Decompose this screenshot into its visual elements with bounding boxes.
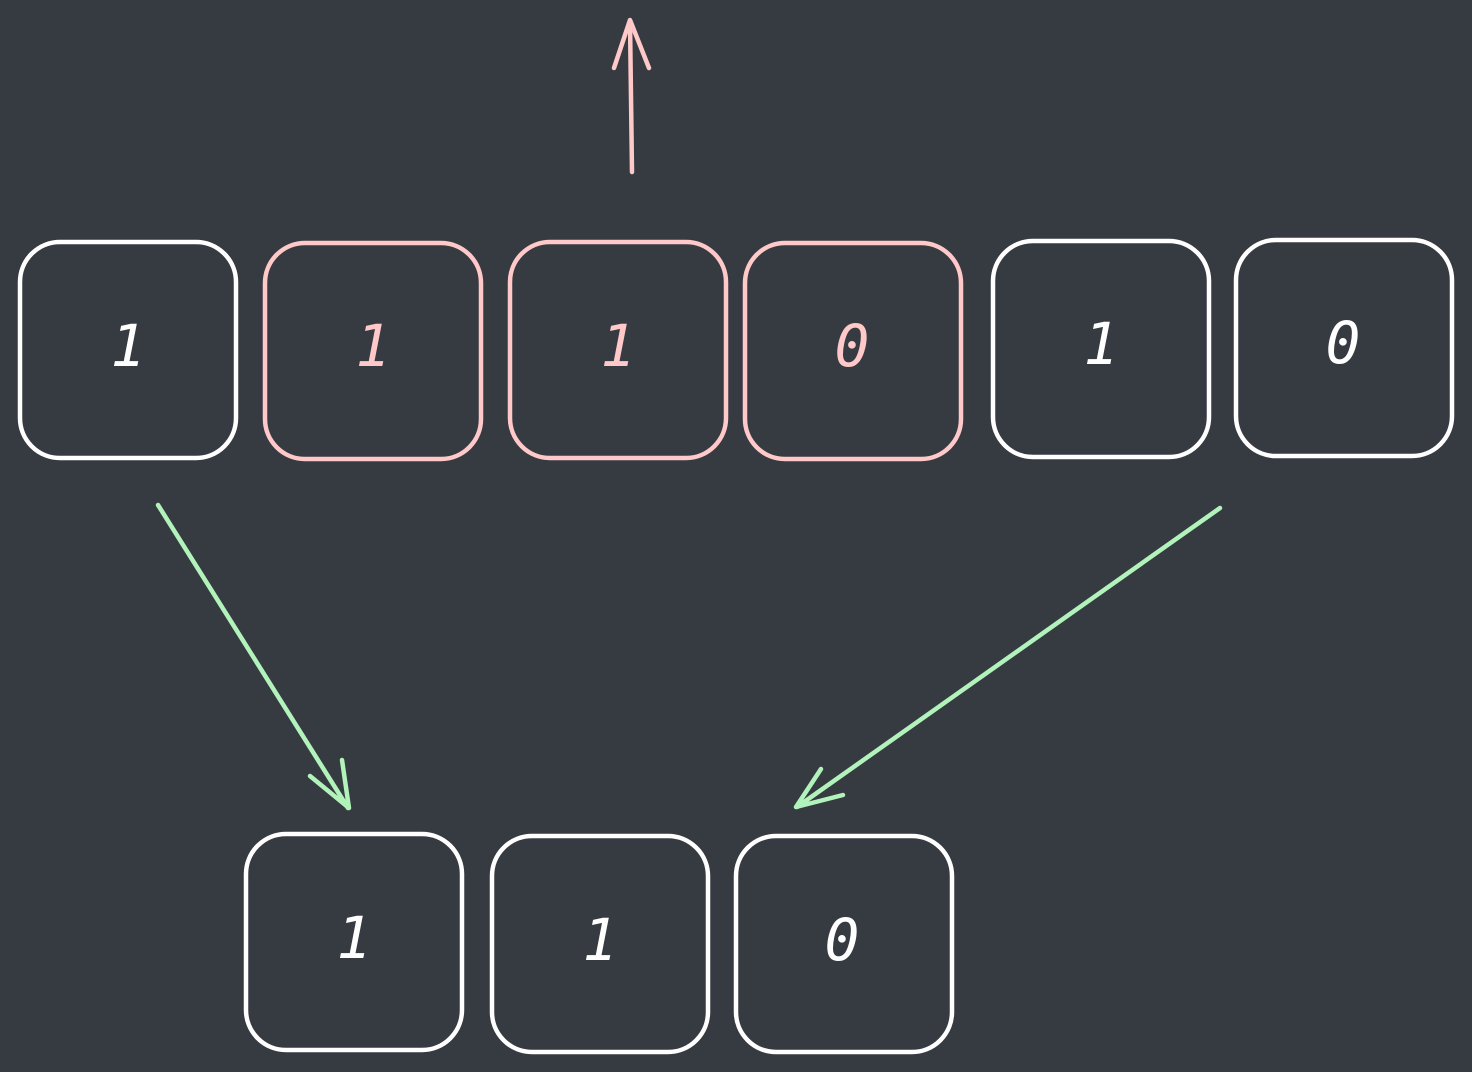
arrow-right-head <box>793 766 846 810</box>
top-cell-4-bit: 0 <box>835 312 870 380</box>
top-cell-3-bit: 1 <box>601 312 636 380</box>
arrow-right-down <box>793 505 1223 810</box>
top-cell-3-box <box>507 239 729 461</box>
bottom-cell-3: 0 <box>733 833 955 1055</box>
top-cell-2-box <box>262 240 484 462</box>
arrow-up-extract <box>611 17 652 175</box>
bottom-cell-1-box <box>243 831 465 1053</box>
top-cell-6-bit: 0 <box>1326 309 1361 377</box>
arrow-left-down <box>155 502 352 811</box>
top-cell-4: 0 <box>742 240 964 462</box>
top-cell-3: 1 <box>507 239 729 461</box>
bottom-cell-3-bit: 0 <box>825 906 860 974</box>
top-cell-6-box <box>1233 237 1455 459</box>
arrow-left-shaft <box>155 502 351 811</box>
top-cell-2-bit: 1 <box>356 312 391 380</box>
top-cell-1-box <box>17 239 239 461</box>
bottom-row: 1 1 0 <box>243 831 955 1055</box>
top-cell-2: 1 <box>262 240 484 462</box>
top-cell-5-bit: 1 <box>1084 310 1119 378</box>
top-cell-6: 0 <box>1233 237 1455 459</box>
bottom-cell-2-box <box>489 833 711 1055</box>
top-row: 1 1 1 0 1 0 <box>17 237 1455 462</box>
arrow-up-head <box>611 17 652 71</box>
bottom-cell-1-bit: 1 <box>337 904 372 972</box>
bottom-cell-1: 1 <box>243 831 465 1053</box>
bottom-cell-2: 1 <box>489 833 711 1055</box>
arrow-right-shaft <box>794 505 1223 810</box>
top-cell-5: 1 <box>990 238 1212 460</box>
arrow-left-head <box>307 757 352 811</box>
top-cell-4-box <box>742 240 964 462</box>
top-cell-1: 1 <box>17 239 239 461</box>
arrow-up-shaft <box>627 19 635 175</box>
top-cell-1-bit: 1 <box>111 312 146 380</box>
top-cell-5-box <box>990 238 1212 460</box>
bottom-cell-3-box <box>733 833 955 1055</box>
bottom-cell-2-bit: 1 <box>583 906 618 974</box>
